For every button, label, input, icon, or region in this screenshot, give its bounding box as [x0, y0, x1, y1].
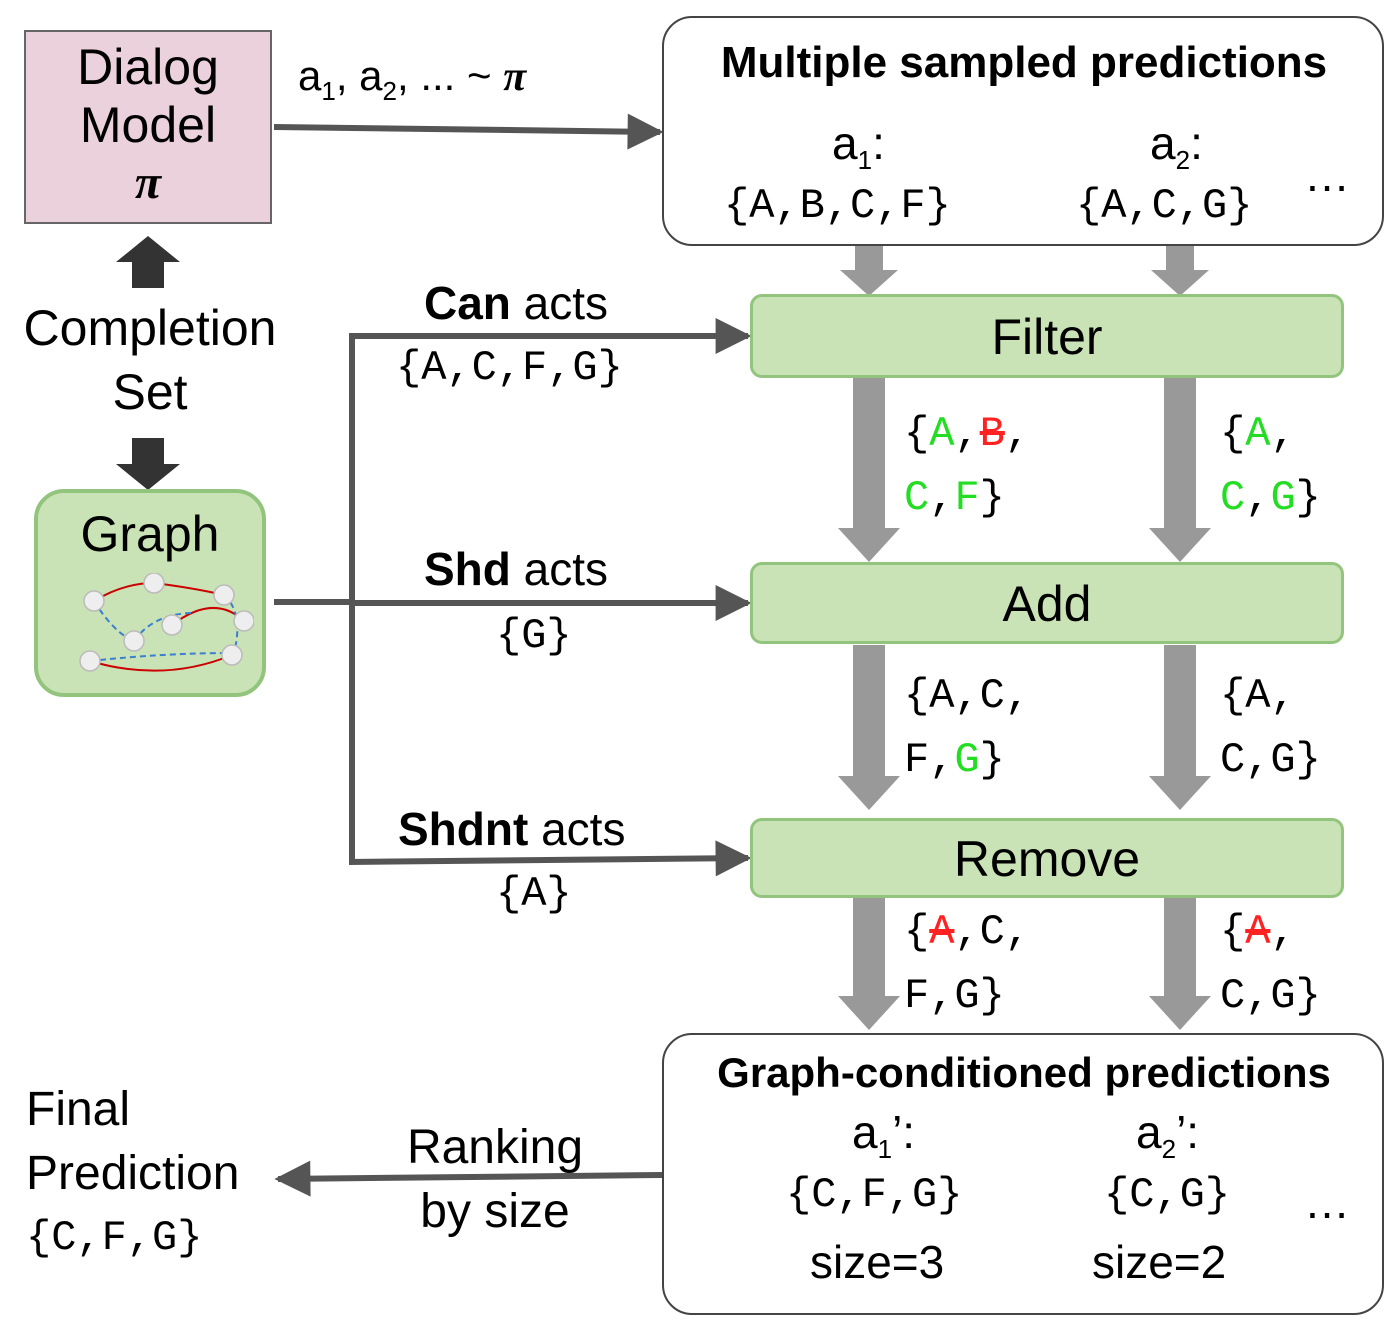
- arrow-completion-up: [116, 236, 180, 288]
- sampled-predictions-box: Multiple sampled predictions a1: {A,B,C,…: [662, 16, 1384, 246]
- remove-right-line1: {A,: [1220, 908, 1296, 956]
- conditioned-a2-size: size=2: [1092, 1236, 1227, 1288]
- shd-acts-label: Shd acts: [424, 543, 609, 595]
- sample-label: a1, a2, ... ~ π: [298, 52, 527, 106]
- conditioned-a2-set: {C,G}: [1104, 1171, 1231, 1219]
- add-left-line1: {A,C,: [904, 672, 1031, 720]
- graph-box: Graph: [34, 489, 266, 697]
- can-acts-label: Can acts: [424, 277, 609, 329]
- arrow-shdnt-to-remove: [348, 840, 752, 877]
- conditioned-ellipsis: …: [1304, 1176, 1350, 1228]
- arrow-completion-down: [116, 438, 180, 490]
- conditioned-a1-label: a1’:: [852, 1106, 916, 1164]
- dialog-model-symbol: π: [134, 156, 162, 209]
- final-prediction-label: Final Prediction: [26, 1083, 240, 1200]
- dialog-model-line1: Dialog: [77, 39, 219, 95]
- sample-ellipsis: …: [1304, 149, 1350, 201]
- filter-step: Filter: [750, 294, 1344, 378]
- conditioned-a1-set: {C,F,G}: [786, 1171, 963, 1219]
- sample-a1-set: {A,B,C,F}: [724, 182, 951, 230]
- sampled-title: Multiple sampled predictions: [720, 38, 1328, 87]
- filter-right-line1: {A,: [1220, 410, 1296, 458]
- graph-title: Graph: [80, 506, 220, 562]
- final-prediction-set: {C,F,G}: [26, 1214, 203, 1262]
- sample-a1-label: a1:: [832, 117, 885, 175]
- graph-network-icon: [79, 573, 254, 672]
- arrow-model-to-samples: [273, 113, 664, 150]
- remove-right-line2: C,G}: [1220, 972, 1321, 1020]
- filter-left-line1: {A,B,: [904, 410, 1031, 458]
- ranking-label: Ranking by size: [406, 1121, 584, 1238]
- completion-set-label: Completion Set: [23, 300, 277, 420]
- shd-acts-set: {G}: [496, 612, 572, 660]
- conditioned-title: Graph-conditioned predictions: [717, 1049, 1331, 1096]
- remove-step: Remove: [750, 818, 1344, 898]
- sample-a2-label: a2:: [1150, 117, 1203, 175]
- sample-a2-set: {A,C,G}: [1076, 182, 1253, 230]
- dialog-model-box: Dialog Model π: [24, 30, 272, 224]
- conditioned-a1-size: size=3: [810, 1236, 945, 1288]
- remove-left-line1: {A,C,: [904, 908, 1031, 956]
- remove-left-line2: F,G}: [904, 972, 1005, 1020]
- arrow-ranking-to-final: [274, 1160, 663, 1197]
- conditioned-predictions-box: Graph-conditioned predictions a1’: {C,F,…: [662, 1033, 1384, 1315]
- add-right-line2: C,G}: [1220, 736, 1321, 784]
- conditioned-a2-label: a2’:: [1136, 1106, 1200, 1164]
- shdnt-acts-set: {A}: [496, 870, 572, 918]
- dialog-model-line2: Model: [79, 97, 217, 153]
- shdnt-acts-label: Shdnt acts: [398, 803, 626, 855]
- gray-flow-arrows: [838, 246, 1211, 1030]
- filter-left-line2: C,F}: [904, 474, 1005, 522]
- add-right-line1: {A,: [1220, 672, 1296, 720]
- add-step: Add: [750, 562, 1344, 644]
- add-left-line2: F,G}: [904, 736, 1005, 784]
- filter-right-line2: C,G}: [1220, 474, 1321, 522]
- can-acts-set: {A,C,F,G}: [396, 344, 623, 392]
